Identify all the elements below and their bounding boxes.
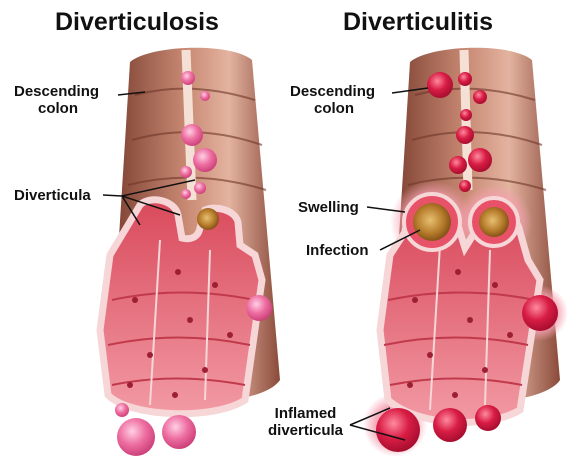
label-swelling: Swelling (298, 199, 359, 216)
infection-mass (413, 203, 451, 241)
infection-mass (479, 207, 509, 237)
label-infection: Infection (306, 242, 369, 259)
label-diverticula: Diverticula (14, 187, 91, 204)
label-inflamed-diverticula: Inflamed diverticula (268, 405, 343, 439)
label-descending-colon-right: Descending colon (290, 83, 375, 117)
label-descending-colon-left: Descending colon (14, 83, 99, 117)
left-colon (100, 48, 280, 414)
